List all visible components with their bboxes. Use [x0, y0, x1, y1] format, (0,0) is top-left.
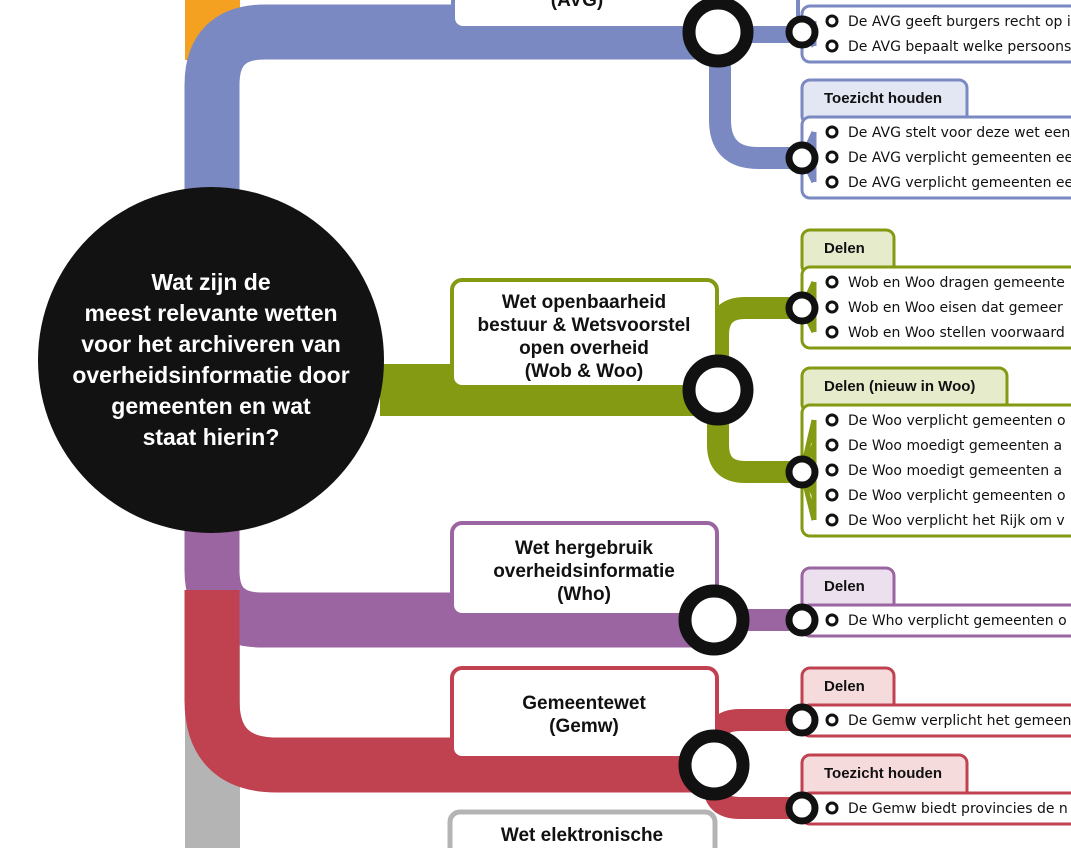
item-bullet-icon	[825, 438, 839, 452]
item-bullet-icon	[825, 513, 839, 527]
list-item: De AVG bepaalt welke persoons	[848, 39, 1071, 55]
gemw-group-station[interactable]	[785, 791, 819, 825]
wob-group-station[interactable]	[785, 291, 819, 325]
question-line: staat hierin?	[143, 424, 280, 450]
item-bullet-icon	[825, 14, 839, 28]
question-line: overheidsinformatie door	[72, 362, 349, 388]
list-item: De Who verplicht gemeenten o	[848, 613, 1067, 629]
avg-group-tab-label: Toezicht houden	[824, 90, 942, 107]
item-bullet-icon	[825, 413, 839, 427]
question-line: meest relevante wetten	[84, 300, 337, 326]
item-bullet-icon	[825, 463, 839, 477]
gemw-group-station[interactable]	[785, 703, 819, 737]
wob-station[interactable]	[682, 354, 754, 426]
list-item: De Woo verplicht gemeenten o	[848, 413, 1066, 429]
avg-box-title: (AVG)	[551, 0, 603, 11]
item-bullet-icon	[825, 300, 839, 314]
avg-route	[184, 4, 720, 200]
item-bullet-icon	[825, 275, 839, 289]
who-group-station[interactable]	[785, 603, 819, 637]
question-line: Wat zijn de	[151, 269, 270, 295]
list-item: De AVG stelt voor deze wet een	[848, 125, 1070, 141]
wob-box-title-line: Wet openbaarheid	[502, 292, 666, 313]
list-item: De Gemw verplicht het gemeen	[848, 713, 1071, 729]
item-bullet-icon	[825, 175, 839, 189]
list-item: De Woo verplicht gemeenten o	[848, 488, 1066, 504]
gemw-box-title-line: (Gemw)	[549, 716, 619, 737]
list-item: De Woo verplicht het Rijk om v	[848, 513, 1065, 529]
item-bullet-icon	[825, 488, 839, 502]
item-bullet-icon	[825, 325, 839, 339]
gemw-group-tab-label: Toezicht houden	[824, 765, 942, 782]
who-box-title-line: Wet hergebruik	[515, 538, 653, 559]
wet-elektronische-box: Wet elektronische	[447, 809, 718, 848]
list-item: De Woo moedigt gemeenten a	[848, 438, 1062, 454]
gemw-route	[184, 590, 714, 793]
list-item: Wob en Woo dragen gemeente	[848, 275, 1065, 291]
who-station[interactable]	[678, 584, 750, 656]
item-bullet-icon	[825, 713, 839, 727]
list-item: Wob en Woo eisen dat gemeer	[848, 300, 1063, 316]
gemw-box: Gemeentewet (Gemw)	[450, 666, 719, 760]
list-item: De AVG geeft burgers recht op i	[848, 14, 1071, 30]
question-line: voor het archiveren van	[81, 331, 341, 357]
avg-group-station[interactable]	[785, 15, 819, 49]
list-item: De AVG verplicht gemeenten ee	[848, 150, 1071, 166]
list-item: De Woo moedigt gemeenten a	[848, 463, 1062, 479]
avg-station[interactable]	[682, 0, 754, 68]
groups-layer: De AVG geeft burgers recht op i De AVG be…	[785, 4, 1071, 826]
who-box-title-line: (Who)	[557, 584, 611, 605]
wob-box-title-line: (Wob & Woo)	[525, 361, 644, 382]
list-item: De AVG verplicht gemeenten ee	[848, 175, 1071, 191]
list-item: De Gemw biedt provincies de n	[848, 801, 1068, 817]
avg-group-station[interactable]	[785, 141, 819, 175]
wob-group-tab-label: Delen	[824, 240, 865, 257]
who-box: Wet hergebruik overheidsinformatie (Who)	[450, 521, 719, 617]
gemw-box-title-line: Gemeentewet	[522, 693, 646, 714]
list-item: Wob en Woo stellen voorwaard	[848, 325, 1065, 341]
item-bullet-icon	[825, 613, 839, 627]
who-group-tab-label: Delen	[824, 578, 865, 595]
wob-box: Wet openbaarheid bestuur & Wetsvoorstel …	[450, 278, 719, 389]
who-box-title-line: overheidsinformatie	[493, 561, 675, 582]
item-bullet-icon	[825, 39, 839, 53]
item-bullet-icon	[825, 125, 839, 139]
wob-box-title-line: open overheid	[519, 338, 649, 359]
question-circle	[38, 187, 384, 533]
wob-group-tab-label: Delen (nieuw in Woo)	[824, 378, 975, 395]
gemw-group-tab-label: Delen	[824, 678, 865, 695]
question-line: gemeenten en wat	[111, 393, 311, 419]
wob-box-title-line: bestuur & Wetsvoorstel	[478, 315, 691, 336]
gemw-station[interactable]	[678, 729, 750, 801]
wob-group-station[interactable]	[785, 455, 819, 489]
wet-elektronische-box-title: Wet elektronische	[501, 825, 663, 846]
item-bullet-icon	[825, 150, 839, 164]
item-bullet-icon	[825, 801, 839, 815]
